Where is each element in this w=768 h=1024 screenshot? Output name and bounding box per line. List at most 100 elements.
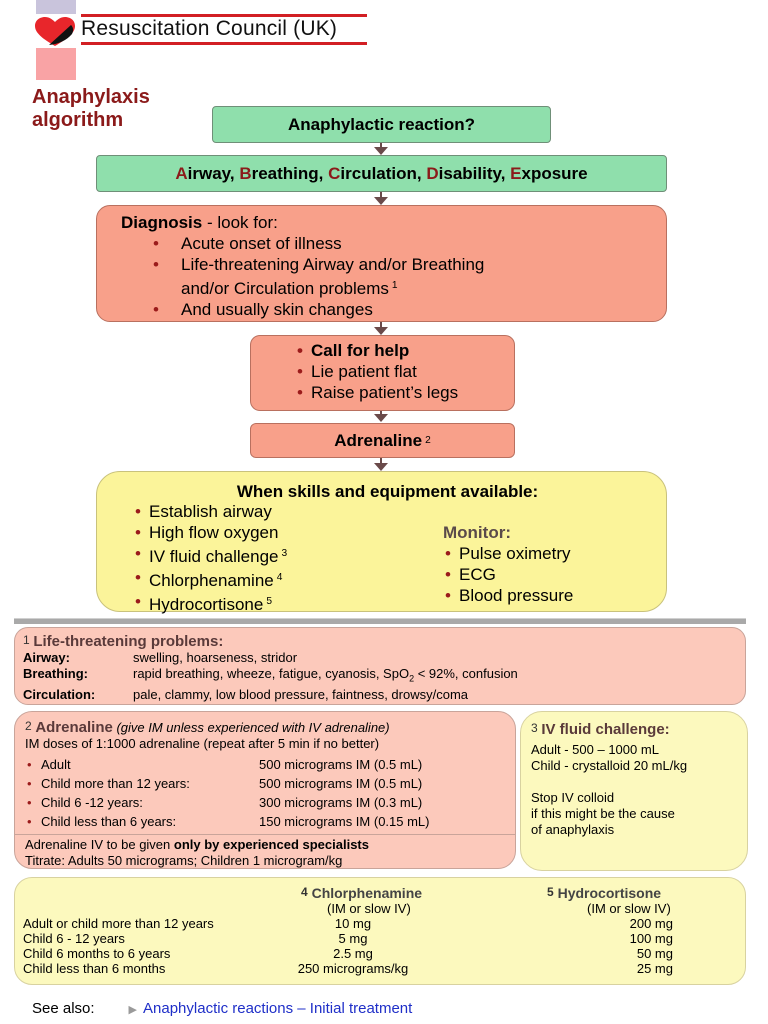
note1-table: Airway:swelling, hoarseness, stridor Bre… xyxy=(23,650,737,703)
step-call-for-help: Call for help Lie patient flat Raise pat… xyxy=(250,335,515,411)
footnote-ref-5: 5 xyxy=(266,596,272,608)
dose-row: Child less than 6 years:150 micrograms I… xyxy=(25,812,505,831)
col4-header: 4 Chlorphenamine xyxy=(301,885,422,901)
dose-group: Child 6 -12 years: xyxy=(41,795,143,810)
link-initial-treatment[interactable]: Anaphylactic reactions – Initial treatme… xyxy=(143,1000,413,1017)
note2-iv: Adrenaline IV to be given only by experi… xyxy=(15,834,515,871)
see-also-label: See also: xyxy=(32,1000,95,1017)
logo-rule-top xyxy=(81,14,367,17)
note-iv-fluid: 3 IV fluid challenge: Adult - 500 – 1000… xyxy=(520,711,748,871)
note2-iv-pre: Adrenaline IV to be given xyxy=(25,837,174,852)
note3-adult: Adult - 500 – 1000 mL xyxy=(531,742,659,757)
footnote-ref-4: 4 xyxy=(276,572,283,584)
dose-table-chlor: 250 micrograms/kg xyxy=(297,961,409,976)
note3-stop-line2: if this might be the cause xyxy=(531,806,675,821)
diagnosis-item: Life-threatening Airway and/or Breathing… xyxy=(149,254,666,299)
dose-table-group: Adult or child more than 12 years xyxy=(23,916,214,931)
step-anaphylactic-reaction-label: Anaphylactic reaction? xyxy=(287,114,476,134)
monitor-list: Pulse oximetry ECG Blood pressure xyxy=(443,543,573,606)
abcde-initial-a: A xyxy=(175,163,188,183)
skills-item-text: High flow oxygen xyxy=(149,523,279,542)
skills-item: Establish airway xyxy=(133,501,287,522)
note3-child: Child - crystalloid 20 mL/kg xyxy=(531,758,688,773)
play-triangle-icon: ▶ xyxy=(128,1004,138,1016)
note1-heading: 1 Life-threatening problems: xyxy=(23,632,737,650)
diagnosis-item: Acute onset of illness xyxy=(149,233,666,254)
dose-table-row: Adult or child more than 12 years 10 mg 20… xyxy=(23,916,723,976)
note2-iv-bold: only by experienced specialists xyxy=(173,837,369,852)
note2-number: 2 xyxy=(25,719,32,733)
col4-route: (IM or slow IV) xyxy=(327,901,411,916)
col5-route: (IM or slow IV) xyxy=(587,901,671,916)
note2-titrate: Titrate: Adults 50 micrograms; Children … xyxy=(25,853,343,868)
page-title-line2: algorithm xyxy=(32,109,124,131)
dose-table-chlor: 10 mg xyxy=(334,916,372,931)
col5-header: 5 Hydrocortisone xyxy=(547,885,661,901)
abcde-rest-e: xposure xyxy=(521,163,588,183)
logo-decor-square-lavender xyxy=(36,0,76,14)
monitor-item-text: Blood pressure xyxy=(459,586,574,605)
adrenaline-label: Adrenaline xyxy=(334,430,423,450)
call-help-item-text: Raise patient’s legs xyxy=(311,383,459,402)
col5-number: 5 xyxy=(547,885,554,899)
dose-table-hydro: 200 mg xyxy=(629,916,673,931)
note1-title: Life-threatening problems: xyxy=(33,633,224,650)
diagnosis-item-text: Life-threatening Airway and/or Breathing xyxy=(181,255,485,274)
dose-table-group: Child less than 6 months xyxy=(23,961,166,976)
dose-table-hydro: 50 mg xyxy=(636,946,673,961)
note3-title: IV fluid challenge: xyxy=(541,721,670,738)
note1-breathing-pre: rapid breathing, wheeze, fatigue, cyanos… xyxy=(133,666,410,681)
abcde-initial-e: E xyxy=(510,163,522,183)
page-title-line1: Anaphylaxis xyxy=(32,86,150,108)
skills-item-text: Chlorphenamine xyxy=(149,571,274,591)
arrow-down-icon xyxy=(374,458,388,471)
note1-label-airway: Airway: xyxy=(23,650,70,665)
note2-heading: 2 Adrenaline (give IM unless experienced… xyxy=(25,718,505,736)
skills-list: Establish airway High flow oxygen IV flu… xyxy=(133,501,287,615)
diagnosis-heading: Diagnosis - look for: xyxy=(121,212,666,233)
note1-value-breathing: rapid breathing, wheeze, fatigue, cyanos… xyxy=(133,666,737,687)
heart-logo-icon xyxy=(33,17,77,47)
diagnosis-item-text-cont: and/or Circulation problems xyxy=(181,279,389,299)
diagnosis-label-rest: - look for: xyxy=(202,213,278,232)
dose-group: Child more than 12 years: xyxy=(41,776,190,791)
monitor-item-text: Pulse oximetry xyxy=(459,544,571,563)
abcde-initial-b: B xyxy=(239,163,252,183)
note1-value-airway: swelling, hoarseness, stridor xyxy=(133,650,298,665)
arrow-down-icon xyxy=(374,411,388,422)
dose-table-group: Child 6 - 12 years xyxy=(23,931,125,946)
note2-subtitle: IM doses of 1:1000 adrenaline (repeat af… xyxy=(25,736,380,751)
call-help-item-text: Call for help xyxy=(311,341,410,360)
note1-value-circulation: pale, clammy, low blood pressure, faintn… xyxy=(133,686,469,702)
skills-title: When skills and equipment available: xyxy=(236,482,539,501)
note1-label-circulation: Circulation: xyxy=(23,686,96,702)
dose-row: Child 6 -12 years: 300 micrograms IM (0.3… xyxy=(25,793,505,812)
note2-title: Adrenaline xyxy=(35,719,113,736)
call-help-item: Raise patient’s legs xyxy=(295,382,514,403)
col4-number: 4 xyxy=(301,885,308,899)
page-title: Anaphylaxis algorithm xyxy=(32,86,150,132)
monitor-item-text: ECG xyxy=(459,565,496,584)
footnote-ref-1: 1 xyxy=(391,280,398,291)
step-skills-equipment: When skills and equipment available: Est… xyxy=(96,471,667,615)
step-diagnosis: Diagnosis - look for: Acute onset of ill… xyxy=(96,205,667,322)
dose-group: Child less than 6 years: xyxy=(41,814,177,829)
call-help-item: Lie patient flat xyxy=(295,361,514,382)
dose-value: 300 micrograms IM (0.3 mL) xyxy=(259,795,423,810)
note-chlorphenamine-hydrocortisone: 4 Chlorphenamine (IM or slow IV) 5 Hydro… xyxy=(14,877,746,985)
note-adrenaline-doses: 2 Adrenaline (give IM unless experienced… xyxy=(14,711,516,869)
logo-decor-square-pink xyxy=(36,48,76,80)
monitor-item: Blood pressure xyxy=(443,585,573,606)
note1-breathing-sub: 2 xyxy=(409,673,415,684)
diagnosis-label: Diagnosis xyxy=(121,213,203,232)
call-help-list: Call for help Lie patient flat Raise pat… xyxy=(295,340,514,403)
dose-table-hydro: 100 mg xyxy=(629,931,673,946)
note3-stop-line1: Stop IV colloid xyxy=(531,790,615,805)
note2-iv-line: Adrenaline IV to be given only by experi… xyxy=(25,837,505,853)
